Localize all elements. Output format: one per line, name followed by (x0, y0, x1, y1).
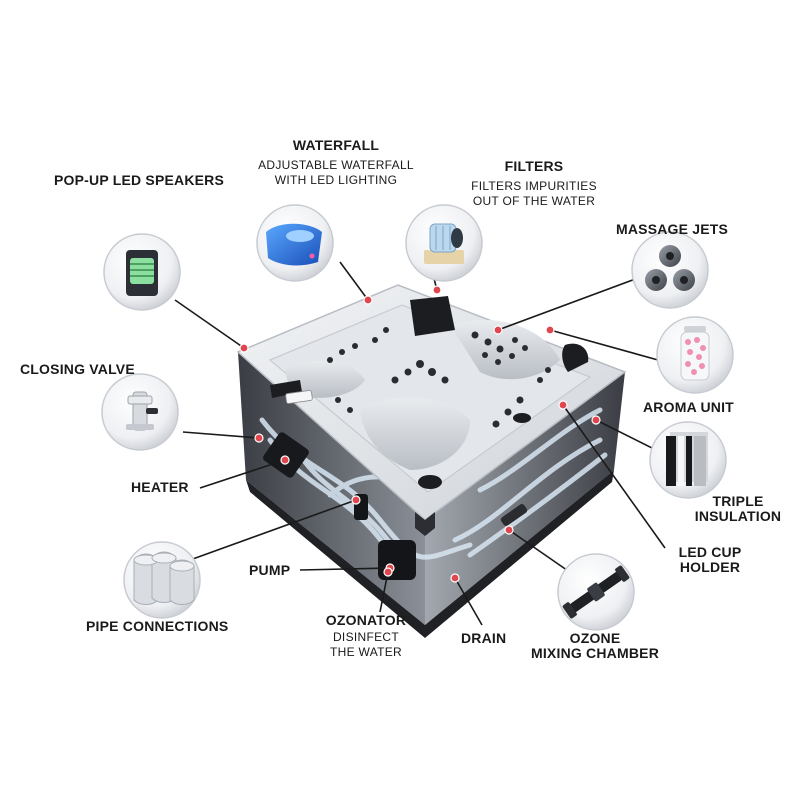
filters-desc-line2: OUT OF THE WATER (472, 194, 596, 208)
drain-title: DRAIN (461, 630, 507, 646)
ozonator-desc-line2: THE WATER (329, 645, 403, 659)
jet-nozzles-icon (631, 231, 709, 309)
marker-closing-valve (254, 433, 264, 443)
led-cup-holder-line1: LED CUP (678, 544, 742, 560)
pump-title: PUMP (249, 562, 291, 578)
headrest-right (562, 343, 589, 372)
ozonator-title: OZONATOR (325, 612, 407, 628)
hot-tub (236, 284, 627, 638)
headrest-back (410, 296, 455, 336)
marker-mixing (504, 525, 514, 535)
massage-jets-title: MASSAGE JETS (616, 221, 729, 237)
marker-cup-holder (558, 400, 568, 410)
cup-holder-recess (418, 475, 442, 489)
waterfall-desc-line2: WITH LED LIGHTING (274, 173, 398, 187)
marker-filters (432, 285, 442, 295)
pump-unit (378, 540, 416, 580)
popup-speakers-title: POP-UP LED SPEAKERS (54, 172, 225, 188)
ozonator-desc-line1: DISINFECT (332, 630, 400, 644)
marker-pipes (351, 495, 361, 505)
waterfall-title: WATERFALL (292, 137, 380, 153)
ozone-mixing-line2: MIXING CHAMBER (530, 645, 660, 661)
marker-insulation (591, 415, 601, 425)
aroma-unit-icon (656, 316, 734, 394)
filter-cartridge-icon (405, 204, 483, 282)
marker-massage-jets (493, 325, 503, 335)
led-cup-holder-line2: HOLDER (679, 559, 741, 575)
led-speaker-icon (103, 233, 181, 311)
waterfall-icon (256, 204, 334, 282)
waterfall-desc-line1: ADJUSTABLE WATERFALL (258, 158, 414, 172)
marker-drain (450, 573, 460, 583)
seat-front (360, 397, 470, 470)
heater-title: HEATER (131, 479, 189, 495)
pipe-fittings-icon (123, 541, 201, 619)
heater-unit (263, 432, 309, 478)
aroma-unit-title: AROMA UNIT (643, 399, 734, 415)
valve-icon (101, 373, 179, 451)
triple-insulation-line2: INSULATION (694, 508, 782, 524)
marker-speakers (239, 343, 249, 353)
marker-heater (280, 455, 290, 465)
control-panel (285, 390, 313, 404)
markers (239, 285, 601, 583)
marker-waterfall (363, 295, 373, 305)
marker-aroma (545, 325, 555, 335)
ozone-mixing-line1: OZONE (569, 630, 621, 646)
closing-valve-title: CLOSING VALVE (20, 361, 135, 377)
corner-front (415, 512, 435, 536)
marker-ozonator (383, 567, 393, 577)
filters-desc-line1: FILTERS IMPURITIES (471, 179, 597, 193)
leader-lines (174, 247, 673, 626)
filters-title: FILTERS (504, 158, 564, 174)
triple-insulation-line1: TRIPLE (712, 493, 764, 509)
seat-left (285, 360, 365, 398)
mixing-chamber-unit (500, 504, 528, 526)
mixing-chamber-icon (557, 553, 635, 631)
jets (327, 327, 551, 428)
insulation-layers-icon (649, 421, 727, 499)
pipe-connections-title: PIPE CONNECTIONS (86, 618, 229, 634)
cabinet-right-side (425, 372, 625, 625)
cup-holder-recess-2 (513, 413, 531, 423)
